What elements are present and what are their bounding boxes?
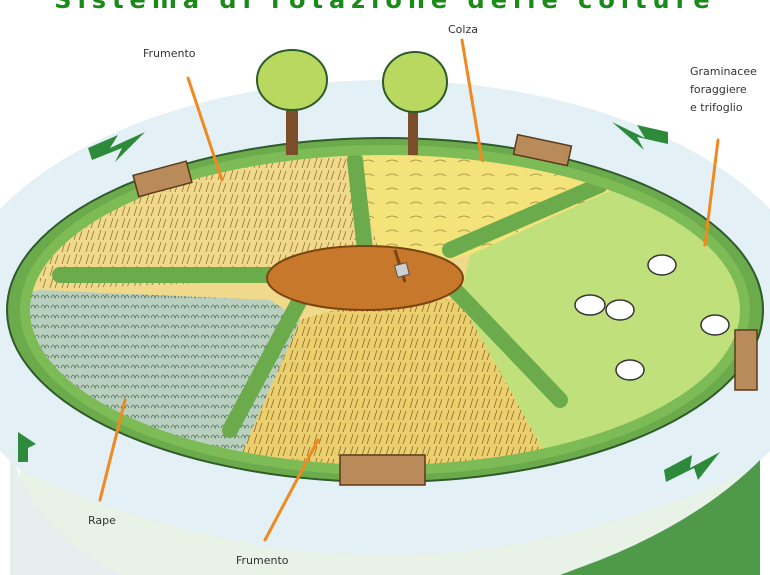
label-frumento-bottom: Frumento	[236, 553, 289, 569]
sheep-icon	[648, 255, 676, 275]
label-graminacee-3: e trifoglio	[690, 100, 743, 116]
sheep-icon	[606, 300, 634, 320]
label-graminacee-2: foraggiere	[690, 82, 747, 98]
label-graminacee-1: Graminacee	[690, 64, 757, 80]
label-frumento-top: Frumento	[143, 46, 196, 62]
sheep-icon	[701, 315, 729, 335]
label-colza: Colza	[448, 22, 478, 38]
gate-icon	[735, 330, 757, 390]
sheep-icon	[616, 360, 644, 380]
gate-icon	[340, 455, 425, 485]
hedge-divider-1	[355, 160, 365, 250]
central-soil	[267, 246, 463, 310]
label-rape: Rape	[88, 513, 116, 529]
sheep-icon	[575, 295, 605, 315]
